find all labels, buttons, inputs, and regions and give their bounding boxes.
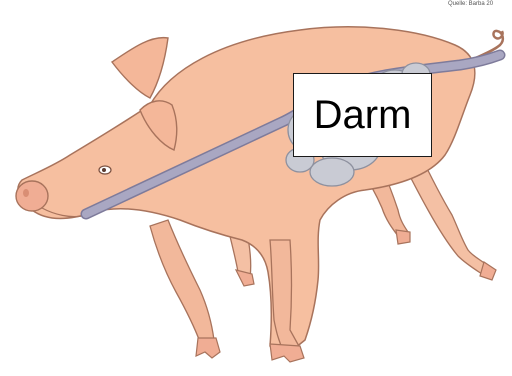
source-credit: Quelle: Barba 20	[448, 0, 493, 8]
snout	[16, 181, 48, 211]
pupil	[102, 168, 106, 172]
near-front-leg	[150, 220, 214, 342]
hoof-front-far	[236, 270, 254, 286]
organ-label: Darm	[314, 95, 412, 135]
nostril	[23, 189, 29, 197]
hoof-front-near	[196, 338, 220, 358]
hoof-hind-right	[396, 230, 410, 244]
ear-back	[112, 38, 168, 98]
hoof-hind-near	[270, 344, 304, 362]
organ-label-box: Darm	[293, 73, 432, 157]
